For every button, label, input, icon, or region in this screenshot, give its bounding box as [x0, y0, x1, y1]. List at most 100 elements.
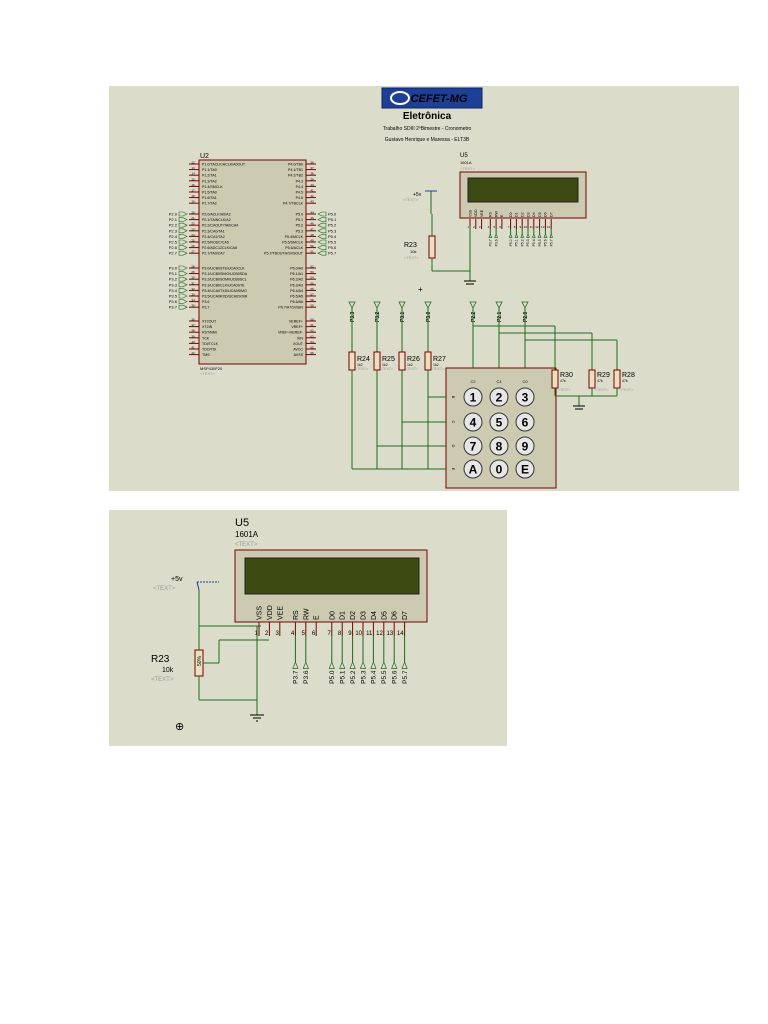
- mcu-pin-number: 45: [310, 216, 314, 220]
- lcd-net-label: P5.3: [360, 670, 367, 684]
- keypad-key-7[interactable]: 7: [463, 436, 483, 456]
- keypad-key-4[interactable]: 4: [463, 412, 483, 432]
- mcu-pin-number: 16: [191, 183, 195, 187]
- keypad-col-label: C1: [496, 379, 502, 384]
- keypad-key-6[interactable]: 6: [515, 412, 535, 432]
- pot-ref: R23: [151, 654, 170, 665]
- origin-marker-small: +: [418, 285, 423, 294]
- mcu-pin-number: 34: [191, 298, 195, 302]
- mcu-pin-left: TCK: [202, 336, 210, 340]
- lcd-pin-number: 11: [366, 631, 373, 637]
- power-small: +5v <TEXT>: [403, 190, 437, 214]
- net-label-p3: P3.3: [169, 282, 188, 287]
- mcu-pin-right: P5.7/TBOUTH/SVSOUT: [264, 252, 304, 256]
- lcd-pin-name: VSS: [468, 209, 472, 217]
- mcu-body: [198, 159, 307, 365]
- lcd-pin-number: 5: [493, 225, 495, 229]
- power-placeholder: <TEXT>: [153, 586, 176, 592]
- col-resistor: [551, 369, 559, 389]
- lcd-pin-name: D6: [392, 611, 399, 620]
- mcu-pin-number: 20: [191, 211, 195, 215]
- lcd-net-label: P5.1: [339, 670, 346, 684]
- svg-text:P2.1: P2.1: [169, 217, 178, 222]
- net-label-p5: P5.5: [317, 240, 337, 245]
- svg-text:P3.0: P3.0: [169, 266, 178, 271]
- row-resistor-ref: R25: [382, 356, 395, 363]
- mcu-pin-number: 55: [310, 281, 314, 285]
- keypad-key-5[interactable]: 5: [489, 412, 509, 432]
- row-resistor-placeholder: <TEXT>: [355, 367, 368, 371]
- row-resistor-value: 1k2: [433, 363, 439, 367]
- svg-text:P3.7: P3.7: [169, 305, 178, 310]
- schematic-canvas: CEFET-MG Eletrônica Trabalho SDIII 2ºBim…: [169, 87, 635, 489]
- lcd-pin-number: 3: [479, 225, 481, 229]
- keypad-key-0[interactable]: 0: [489, 459, 509, 479]
- mcu-pin-right: P5.1: [296, 218, 303, 222]
- lcd-pin-name: RS: [293, 610, 300, 620]
- keypad-key-E[interactable]: E: [515, 459, 535, 479]
- pot-placeholder-small: <TEXT>: [404, 255, 420, 260]
- keypad-col-label: C0: [522, 379, 528, 384]
- lcd-screen-small: [467, 177, 579, 203]
- svg-text:P5.2: P5.2: [328, 223, 337, 228]
- mcu-pin-number: 48: [310, 233, 314, 237]
- lcd-pin-number: 3: [275, 631, 279, 637]
- mcu-pin-left: P1.4/SMCLK: [202, 185, 223, 189]
- svg-text:5: 5: [496, 416, 503, 430]
- lcd-net-label: P5.0: [509, 239, 513, 246]
- mcu-pin-number: 44: [310, 211, 314, 215]
- svg-text:P2.7: P2.7: [169, 251, 178, 256]
- col-resistor-value: 47k: [560, 379, 566, 383]
- mcu-part: MSP430F20: [200, 366, 223, 371]
- mcu-pin-number: 17: [191, 189, 195, 193]
- lcd-part-small: 1601A: [460, 160, 472, 165]
- lcd-net-label: P5.2: [350, 670, 357, 684]
- mcu-pin-number: 47: [310, 227, 314, 231]
- mcu-pin-number: 22: [191, 222, 195, 226]
- mcu-pin-number: 46: [310, 222, 314, 226]
- mcu-pin-right: P4.0/TB0: [288, 163, 303, 167]
- keypad-key-2[interactable]: 2: [489, 387, 509, 407]
- lcd-pin-number: 4: [488, 225, 490, 229]
- mcu-pin-number: 62: [310, 329, 314, 333]
- lcd-net-label: P5.1: [515, 239, 519, 246]
- lcd-net-label: P5.5: [538, 239, 542, 246]
- keypad-row-label: C: [451, 421, 456, 424]
- mcu-pin-right: P4.5: [296, 191, 303, 195]
- lcd-pin-number: 6: [499, 225, 501, 229]
- net-label-p5: P5.2: [317, 223, 337, 228]
- mcu-pin-left: P3.6: [202, 300, 209, 304]
- lcd-pin-name: D1: [340, 611, 347, 620]
- mcu-pin-number: 64: [310, 340, 314, 344]
- mcu-pin-right: P4.6: [296, 196, 303, 200]
- lcd-net-label: P5.7: [402, 670, 409, 684]
- svg-text:P2.2: P2.2: [169, 223, 178, 228]
- lcd-ref: U5: [235, 517, 249, 529]
- keypad-key-8[interactable]: 8: [489, 436, 509, 456]
- mcu-pin-left: P2.7/TA0/CA7: [202, 252, 225, 256]
- mcu-pin-left: TDO/TDI: [202, 348, 216, 352]
- keypad-key-9[interactable]: 9: [515, 436, 535, 456]
- mcu-pin-number: 43: [310, 200, 314, 204]
- keypad-key-A[interactable]: A: [463, 459, 483, 479]
- keypad-key-1[interactable]: 1: [463, 387, 483, 407]
- lcd-pin-name: D2: [350, 611, 357, 620]
- mcu-pin-right: P6.1/A1: [290, 272, 303, 276]
- lcd-pin-name: RW: [494, 210, 498, 217]
- mcu-pin-right: XOUT: [293, 342, 304, 346]
- col-resistor: [588, 369, 596, 389]
- power-label: +5v: [171, 576, 183, 583]
- col-resistor: [613, 369, 621, 389]
- lcd-pin-number: 2: [473, 225, 475, 229]
- mcu-pin-number: 12: [191, 161, 195, 165]
- mcu-pin-left: P1.7/TA2: [202, 202, 217, 206]
- mcu-pin-left: P3.1/UCB0SIMO/UCB0SDA: [202, 272, 248, 276]
- keypad-key-3[interactable]: 3: [515, 387, 535, 407]
- lcd-pin-number: 10: [524, 225, 528, 229]
- lcd-pin-number: 7: [327, 631, 331, 637]
- mcu-pin-left: P2.5/ROSC/CA5: [202, 241, 229, 245]
- net-label-p2: P2.6: [169, 245, 188, 250]
- lcd-pin-number: 10: [355, 631, 362, 637]
- lcd-net-label: P5.4: [532, 239, 536, 246]
